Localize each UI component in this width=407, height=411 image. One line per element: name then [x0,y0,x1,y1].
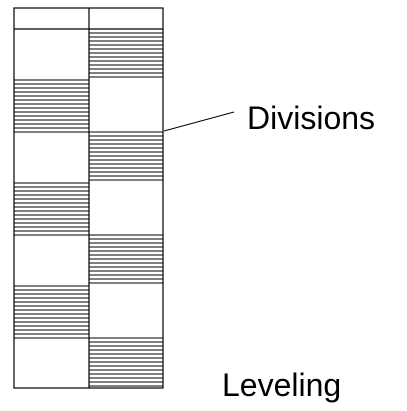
right-column-hatched-block-4 [89,337,163,387]
leveling-label: Leveling [222,367,341,403]
leveling-rod [13,7,164,389]
left-column-hatched-block-1 [14,79,89,133]
left-column-hatched-block-2 [14,182,89,236]
divisions-label: Divisions [247,100,375,136]
divisions-leader-line [163,111,235,132]
left-column-hatched-block-3 [14,285,89,339]
right-column-hatched-block-2 [89,131,163,181]
right-column-hatched-block-1 [89,28,163,78]
right-column-hatched-block-3 [89,234,163,284]
